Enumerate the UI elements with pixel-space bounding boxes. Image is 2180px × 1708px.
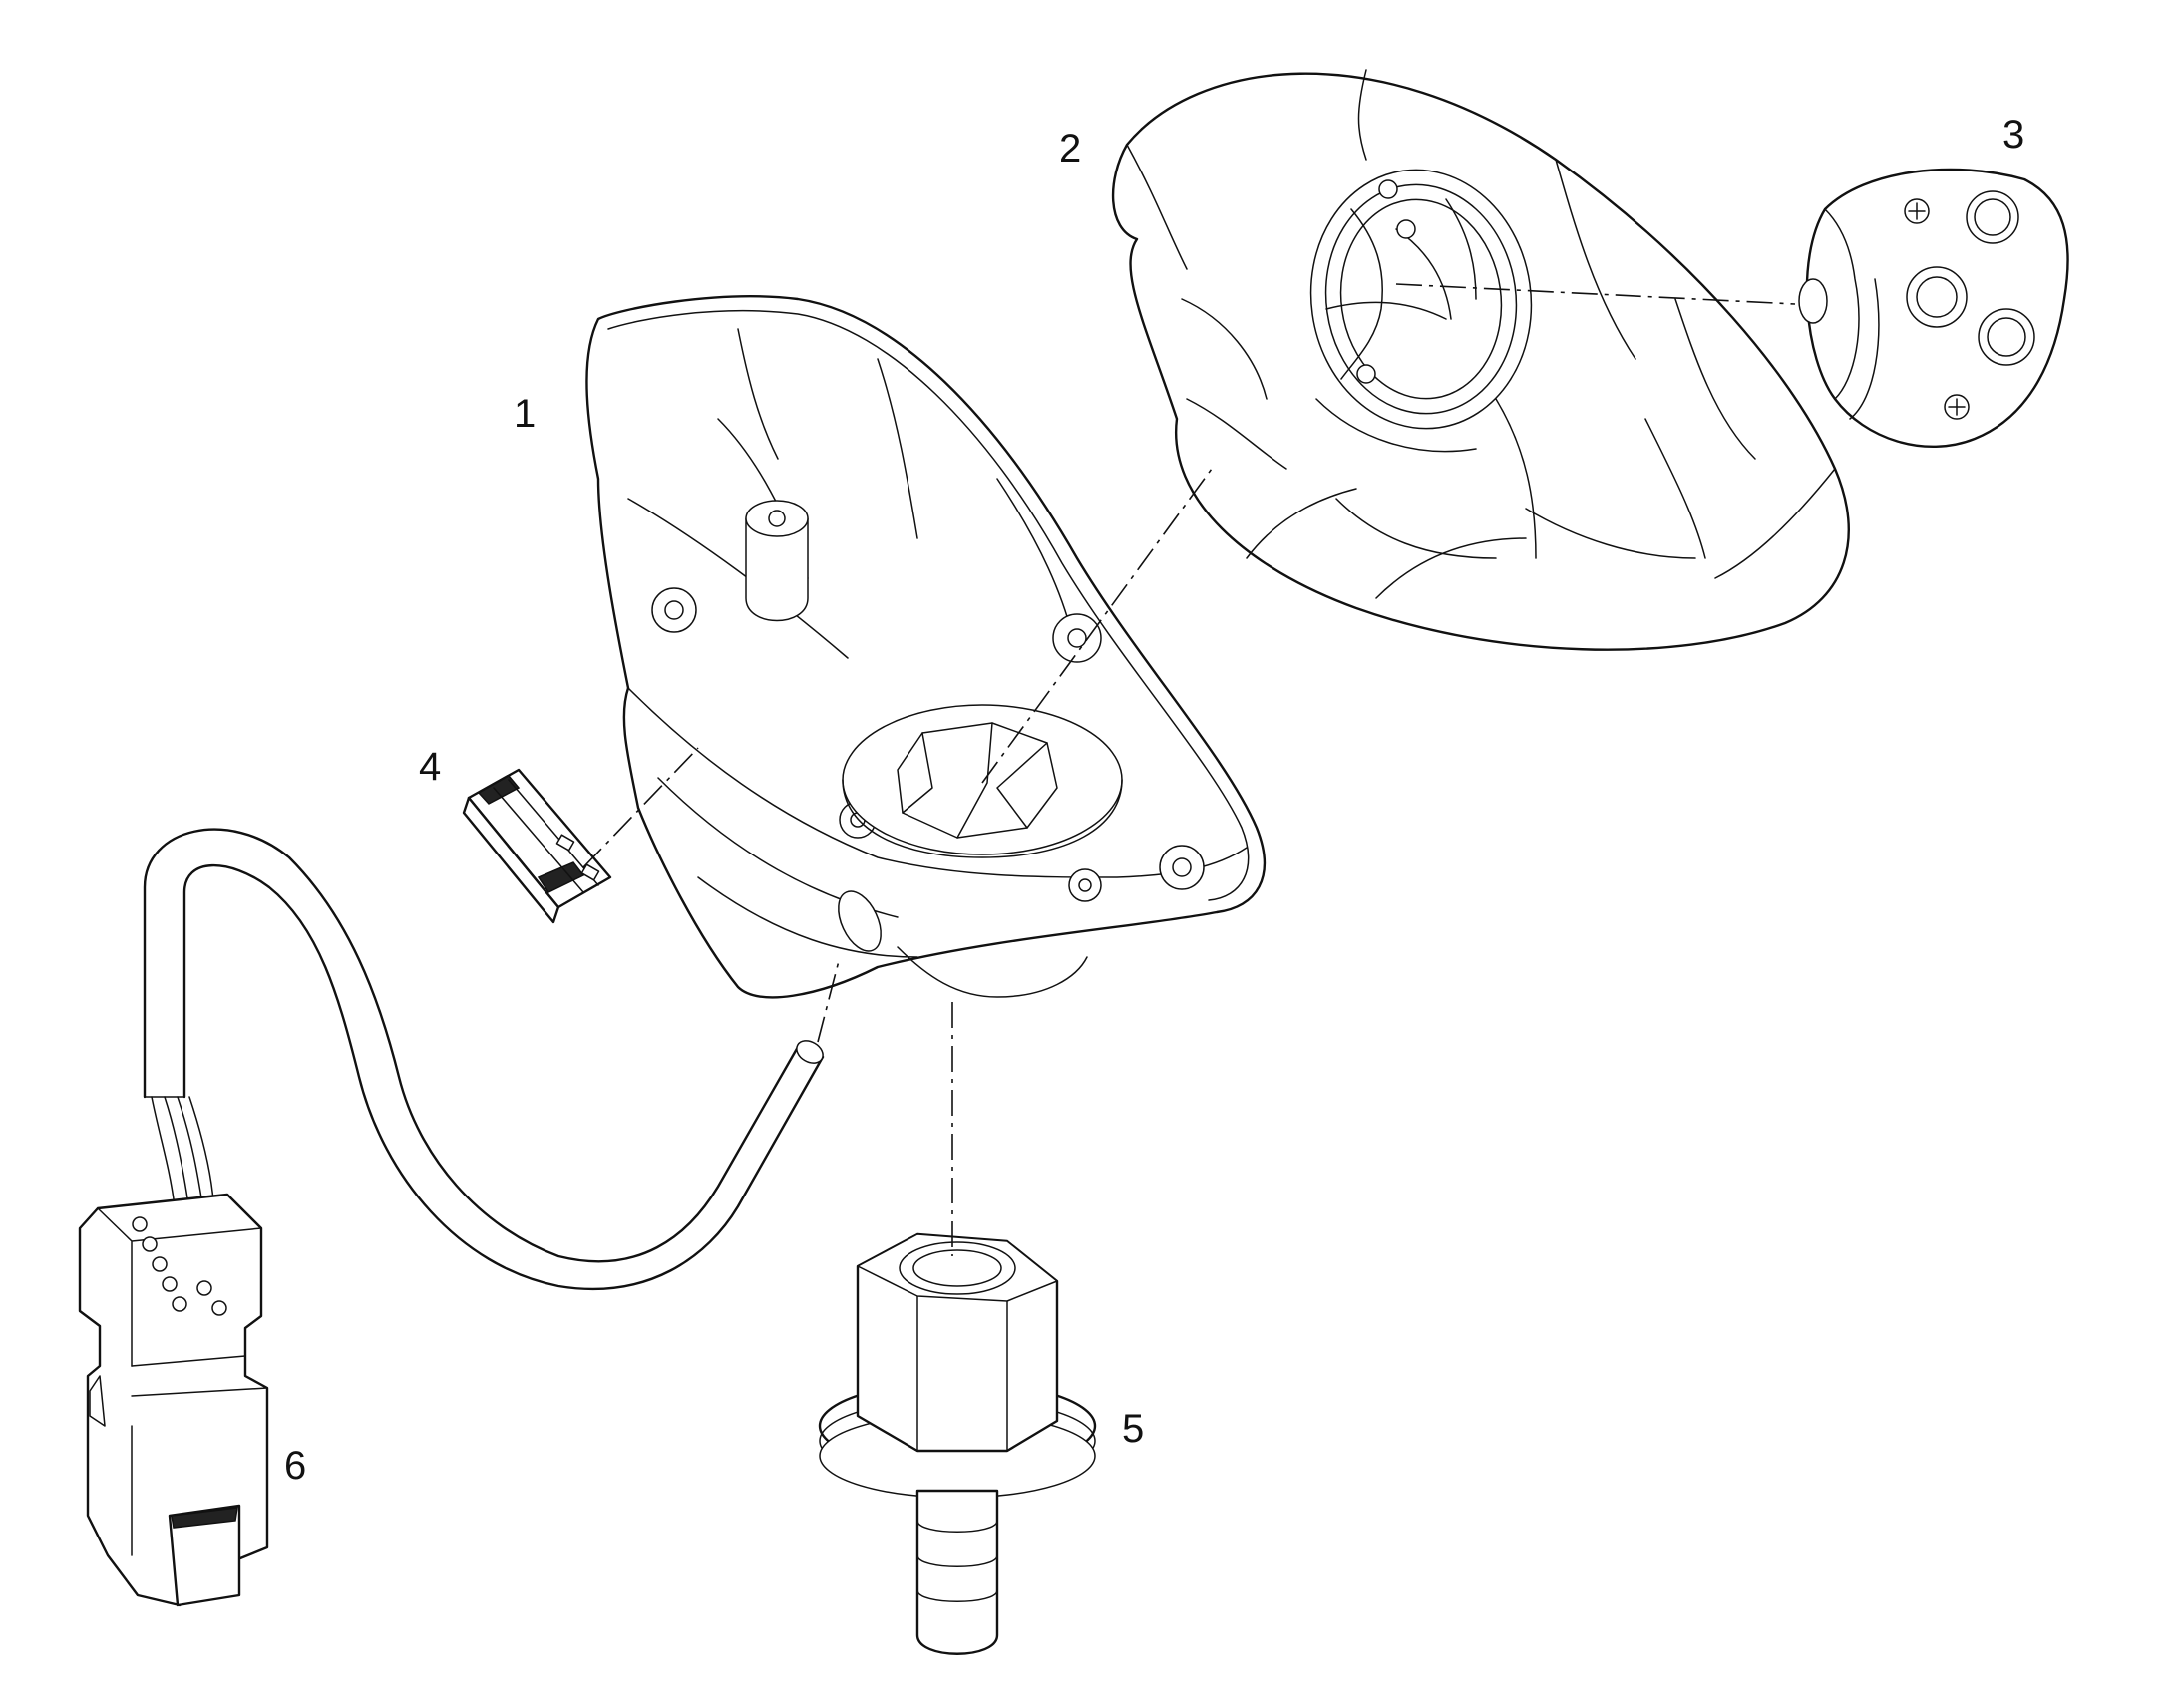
lower-housing-part-1	[585, 295, 1267, 999]
connector-block-part-4	[462, 768, 612, 924]
callout-4: 4	[419, 745, 441, 789]
callout-2: 2	[1059, 127, 1081, 171]
button-module-part-3	[1798, 168, 2069, 448]
grip-shell-part-2	[1111, 69, 1850, 651]
hex-adapter-part-5	[818, 1232, 1097, 1655]
cable-harness-part-6	[78, 828, 825, 1607]
callout-6: 6	[284, 1444, 306, 1488]
callout-5: 5	[1122, 1407, 1144, 1451]
assembly-axis-lines	[582, 283, 1796, 1256]
callout-1: 1	[514, 392, 536, 436]
callout-3: 3	[2002, 113, 2024, 157]
